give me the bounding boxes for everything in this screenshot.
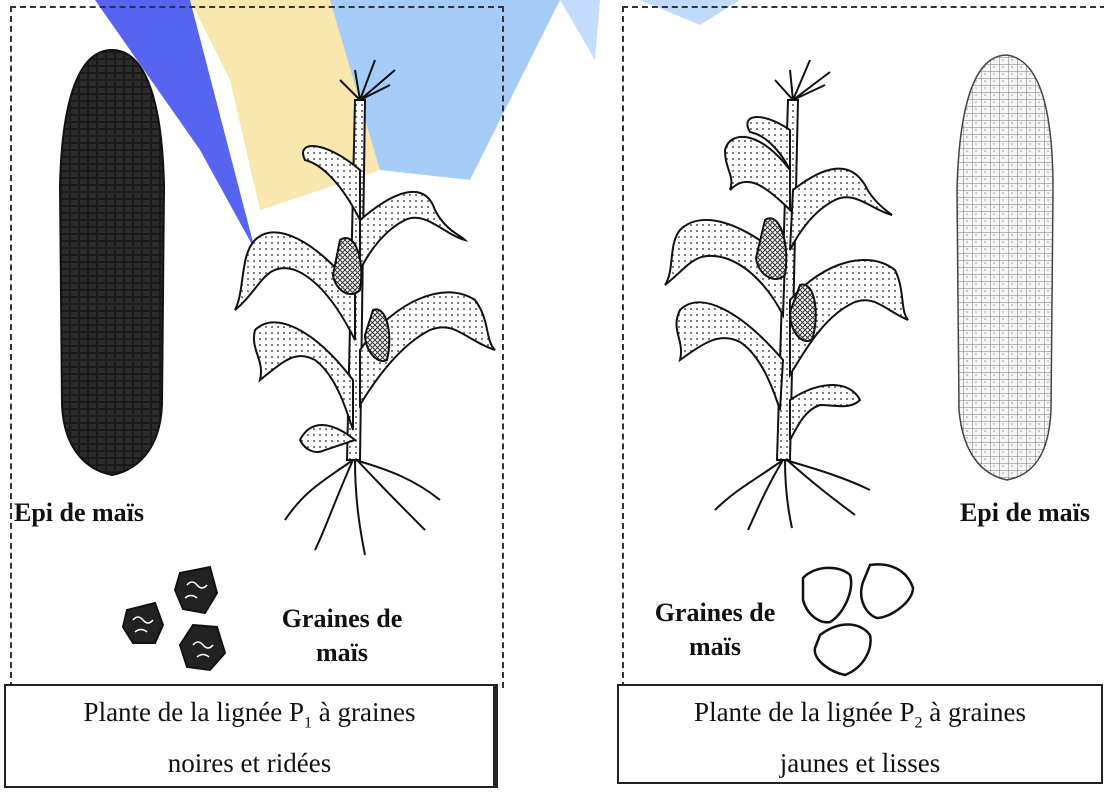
ear-label-left: Epi de maïs	[14, 498, 145, 527]
caption-line-p2: Plante de la lignée P2 à graines jaunes …	[617, 684, 1103, 784]
corn-ear-icon	[956, 54, 1054, 481]
panel-line-p1	[10, 6, 504, 688]
ear-label-right: Epi de maïs	[959, 498, 1090, 527]
corn-plant-icon	[234, 59, 496, 556]
seeds-label-left: Graines de maïs	[281, 604, 403, 667]
caption-line-p1: Plante de la lignée P1 à graines noires …	[4, 684, 498, 788]
wrinkled-seed-icon	[121, 565, 227, 672]
smooth-seed-icon	[801, 563, 915, 677]
corn-plant-icon	[664, 59, 909, 531]
corn-ear-icon	[58, 48, 166, 477]
seeds-label-right: Graines de maïs	[654, 598, 776, 661]
panel-line-p2	[622, 6, 1104, 688]
